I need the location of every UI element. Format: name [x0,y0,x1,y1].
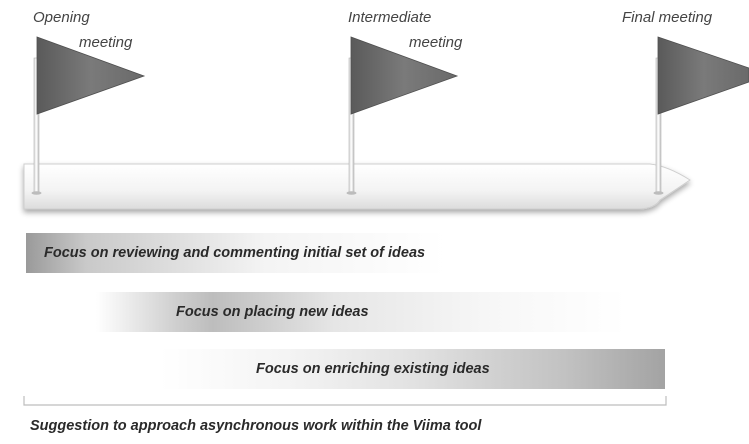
focus-band-placing: Focus on placing new ideas [96,292,626,332]
milestone-3-label: Final meeting [622,9,713,26]
timeline-graphic [23,36,749,210]
focus-band-reviewing: Focus on reviewing and commenting initia… [26,233,626,273]
focus-band-placing-label: Focus on placing new ideas [176,304,369,320]
milestone-2-label-line1: Intermediate [348,9,432,26]
focus-band-reviewing-label: Focus on reviewing and commenting initia… [44,245,426,261]
focus-band-enriching: Focus on enriching existing ideas [160,349,665,389]
milestone-1-label-line1: Opening [33,9,90,26]
timeline-bar [23,163,691,210]
final-meeting-flag-icon [653,36,749,195]
milestone-2-label-line2: meeting [409,34,463,51]
diagram-caption: Suggestion to approach asynchronous work… [30,418,482,434]
bracket-line [23,396,667,406]
focus-band-enriching-label: Focus on enriching existing ideas [256,361,490,377]
opening-meeting-flag-icon [31,36,146,195]
milestone-1-label-line2: meeting [79,34,133,51]
intermediate-meeting-flag-icon [346,36,459,195]
